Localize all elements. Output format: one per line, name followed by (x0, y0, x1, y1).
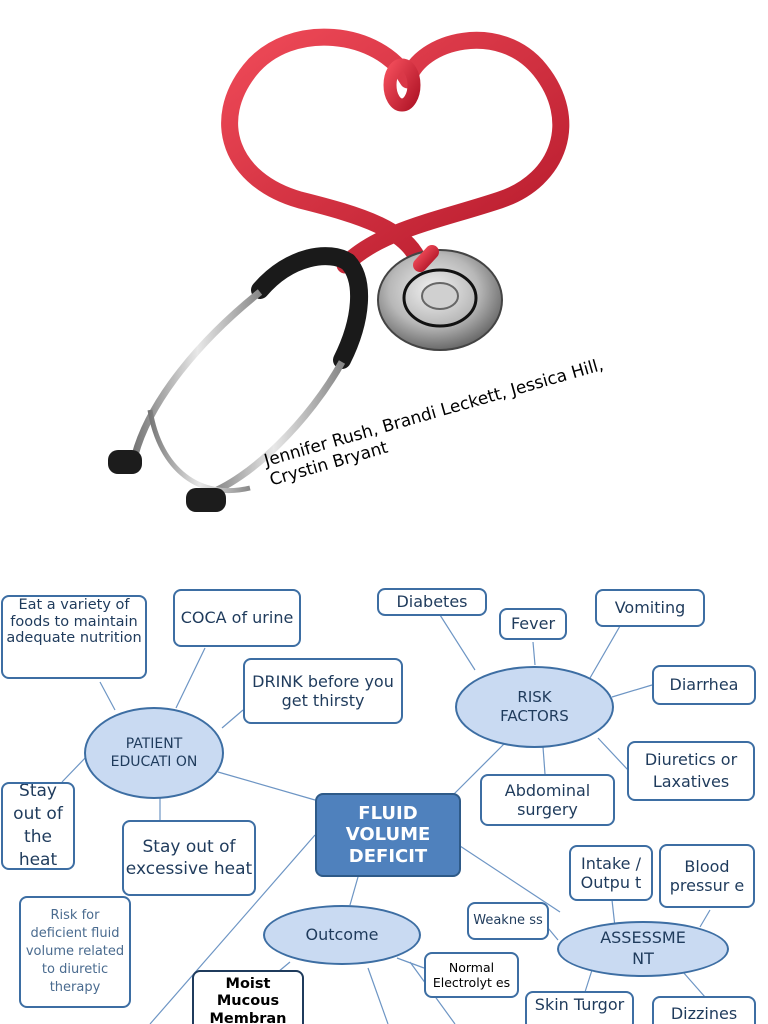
patient-education-item-label: COCA of urine (180, 608, 294, 628)
assessment-item-label: Skin Turgor (534, 995, 625, 1014)
risk-factor-item: Diarrhea (652, 665, 756, 705)
assessment-label: ASSESSME NT (600, 928, 686, 968)
risk-factors-node: RISK FACTORS (455, 666, 614, 748)
outcome-item: Moist Mucous Membran (192, 970, 304, 1024)
patient-education-item: Stay out of excessive heat (122, 820, 256, 896)
assessment-item: Weakne ss (467, 902, 549, 940)
nursing-diagnosis-box: Risk for deficient fluid volume related … (19, 896, 131, 1008)
patient-education-item-label: Eat a variety of foods to maintain adequ… (6, 597, 142, 647)
outcome-item-label: Normal Electrolyt es (432, 960, 511, 990)
outcome-item: Normal Electrolyt es (424, 952, 519, 998)
outcome-item-label: Moist Mucous Membran (209, 976, 287, 1024)
assessment-item-label: Weakne ss (473, 913, 543, 929)
fluid-volume-deficit-node: FLUID VOLUME DEFICIT (315, 793, 461, 877)
risk-factor-item-label: Diabetes (396, 592, 468, 612)
assessment-node: ASSESSME NT (557, 921, 729, 977)
center-label: FLUID VOLUME DEFICIT (345, 802, 431, 867)
risk-factor-item: Diuretics or Laxatives (627, 741, 755, 801)
assessment-item-label: Intake / Outpu t (580, 853, 642, 892)
risk-factor-item-label: Diuretics or Laxatives (644, 749, 738, 791)
patient-education-item: Stay out of the heat (1, 782, 75, 870)
assessment-item: Intake / Outpu t (569, 845, 653, 901)
patient-education-item-label: Stay out of excessive heat (125, 836, 253, 879)
assessment-item: Skin Turgor (525, 991, 634, 1024)
assessment-item-label: Dizzines (670, 1004, 738, 1024)
risk-factor-item: Diabetes (377, 588, 487, 616)
patient-education-item-label: DRINK before you get thirsty (252, 671, 394, 710)
risk-factor-item-label: Vomiting (614, 598, 686, 618)
patient-education-item-label: Stay out of the heat (13, 782, 63, 870)
outcome-label: Outcome (305, 924, 379, 944)
title-slide: Jennifer Rush, Brandi Leckett, Jessica H… (108, 28, 606, 512)
outcome-node: Outcome (263, 905, 421, 965)
patient-education-item: DRINK before you get thirsty (243, 658, 403, 724)
risk-factor-item-label: Fever (510, 614, 556, 634)
patient-education-node: PATIENT EDUCATI ON (84, 707, 224, 799)
patient-education-item: Eat a variety of foods to maintain adequ… (1, 595, 147, 679)
risk-factor-item-label: Abdominal surgery (504, 780, 591, 819)
risk-factor-item: Abdominal surgery (480, 774, 615, 826)
concept-map-slide: FLUID VOLUME DEFICIT PATIENT EDUCATI ON … (0, 560, 768, 1024)
patient-education-label: PATIENT EDUCATI ON (110, 735, 198, 770)
assessment-item-label: Blood pressur e (669, 856, 745, 895)
risk-factor-item: Fever (499, 608, 567, 640)
heart-stethoscope-icon (108, 28, 570, 512)
assessment-item: Dizzines (652, 996, 756, 1024)
risk-factor-item: Vomiting (595, 589, 705, 627)
assessment-item: Blood pressur e (659, 844, 755, 908)
risk-factors-label: RISK FACTORS (500, 687, 569, 726)
risk-factor-item-label: Diarrhea (669, 675, 739, 695)
patient-education-item: COCA of urine (173, 589, 301, 647)
nursing-diagnosis-label: Risk for deficient fluid volume related … (25, 907, 125, 996)
